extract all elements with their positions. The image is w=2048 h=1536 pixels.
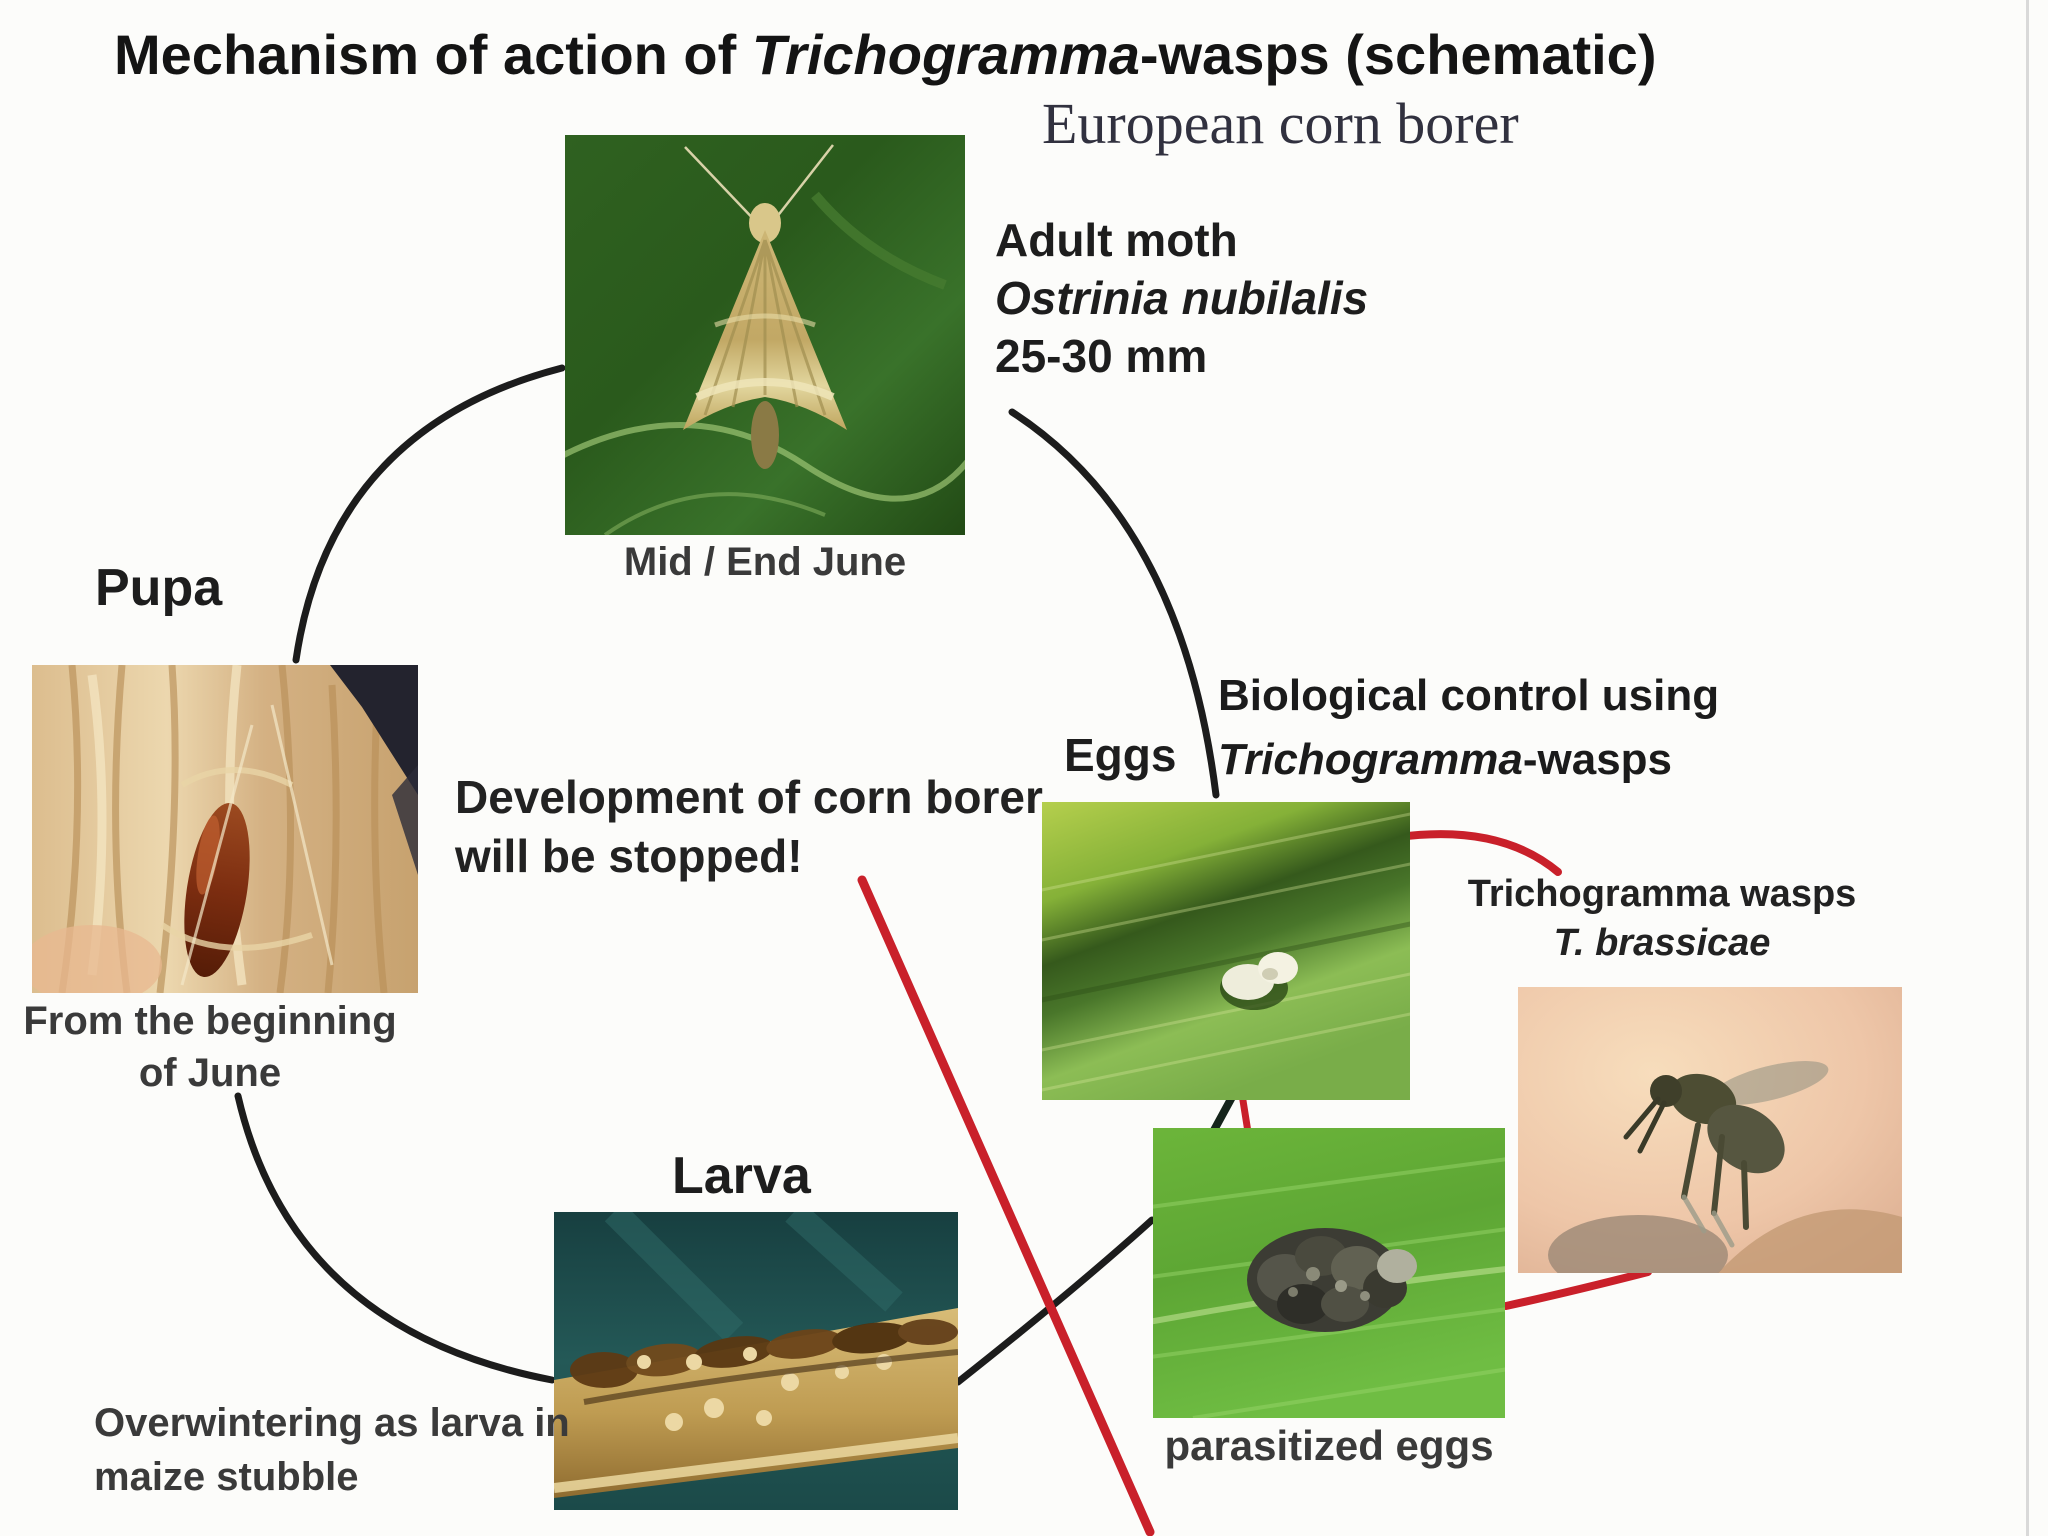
adult-moth-label: Adult moth bbox=[995, 214, 1238, 266]
larva-photo bbox=[554, 1212, 958, 1510]
cycle-arc-moth-to-eggs bbox=[1008, 408, 1220, 799]
larva-caption-line1: Overwintering as larva in bbox=[94, 1401, 570, 1445]
page-title-prefix: Mechanism of action of bbox=[114, 23, 752, 86]
eggs-photo bbox=[1042, 802, 1410, 1100]
trichogramma-wasp-line1: Trichogramma wasps bbox=[1467, 873, 1857, 915]
biological-control-heading: Biological control using Trichogramma-wa… bbox=[1218, 664, 1719, 792]
stopped-red-line bbox=[857, 875, 1155, 1536]
page-subtitle: European corn borer bbox=[1042, 91, 1519, 156]
trichogramma-wasp-illustration bbox=[1518, 987, 1902, 1273]
development-stopped-note: Development of corn borer will be stoppe… bbox=[455, 768, 1043, 886]
larva-caption-line2: maize stubble bbox=[94, 1455, 359, 1499]
biological-control-line2-italic: Trichogramma bbox=[1218, 734, 1523, 784]
trichogramma-wasp-label: Trichogramma wasps T. brassicae bbox=[1462, 870, 1862, 969]
adult-moth-size: 25-30 mm bbox=[995, 329, 1208, 382]
larva-caption: Overwintering as larva in maize stubble bbox=[94, 1396, 570, 1504]
adult-moth-illustration bbox=[565, 135, 965, 535]
parasitized-eggs-illustration bbox=[1153, 1128, 1505, 1418]
larva-label: Larva bbox=[672, 1147, 811, 1205]
wasp-to-parasitized-red-arc bbox=[1502, 1268, 1652, 1310]
adult-moth-text: Adult moth Ostrinia nubilalis 25-30 mm bbox=[995, 212, 1368, 386]
cycle-arc-pupa-to-moth bbox=[292, 364, 566, 664]
eggs-label: Eggs bbox=[1064, 729, 1177, 781]
trichogramma-wasp-photo bbox=[1518, 987, 1902, 1273]
biological-control-line1: Biological control using bbox=[1218, 671, 1720, 720]
slide-right-edge-divider bbox=[2026, 0, 2029, 1536]
development-stopped-line2: will be stopped! bbox=[455, 829, 803, 882]
pupa-caption-line1: From the beginning bbox=[23, 999, 397, 1043]
pupa-label: Pupa bbox=[95, 559, 223, 617]
pupa-caption: From the beginning of June bbox=[10, 995, 410, 1099]
parasitized-eggs-caption: parasitized eggs bbox=[1164, 1422, 1494, 1469]
pupa-photo bbox=[32, 665, 418, 993]
cycle-arc-pupa-to-larva bbox=[234, 1092, 556, 1384]
adult-moth-photo bbox=[565, 135, 965, 535]
parasitized-eggs-photo bbox=[1153, 1128, 1505, 1418]
biological-control-line2: Trichogramma-wasps bbox=[1218, 728, 1719, 792]
page-title-italic: Trichogramma bbox=[751, 23, 1140, 86]
adult-moth-caption: Mid / End June bbox=[623, 540, 907, 584]
biological-control-line2-suffix: -wasps bbox=[1522, 734, 1673, 784]
eggs-to-wasp-red-arc bbox=[1388, 830, 1562, 876]
trichogramma-wasp-line2: T. brassicae bbox=[1553, 922, 1771, 965]
page-title: Mechanism of action of Trichogramma-wasp… bbox=[114, 22, 1656, 87]
cycle-arc-larva-to-parasitized-eggs bbox=[954, 1216, 1156, 1386]
pupa-caption-line2: of June bbox=[138, 1051, 282, 1095]
pupa-illustration bbox=[32, 665, 418, 993]
development-stopped-line1: Development of corn borer bbox=[455, 771, 1043, 823]
larva-illustration bbox=[554, 1212, 958, 1510]
page-title-suffix: -wasps (schematic) bbox=[1139, 23, 1657, 86]
adult-moth-species: Ostrinia nubilalis bbox=[995, 271, 1369, 324]
eggs-illustration bbox=[1042, 802, 1410, 1100]
